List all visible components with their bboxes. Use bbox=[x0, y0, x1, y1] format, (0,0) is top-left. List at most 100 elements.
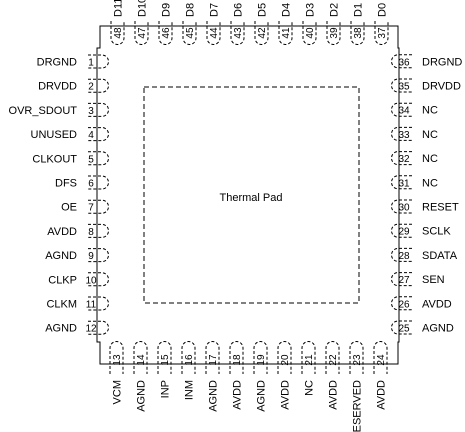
pin-pad bbox=[230, 21, 245, 45]
pin-pad bbox=[253, 341, 268, 374]
pin-name: CLKM bbox=[46, 299, 77, 311]
pin-name: AGND bbox=[45, 250, 77, 262]
pin-number: 18 bbox=[232, 354, 243, 366]
pin-number: 16 bbox=[184, 354, 195, 366]
pin-pad bbox=[158, 21, 173, 45]
pin-number: 9 bbox=[88, 251, 94, 262]
pin-pad bbox=[374, 21, 389, 45]
pin-name: NC bbox=[422, 177, 438, 189]
pin-number: 20 bbox=[280, 354, 291, 366]
pin-number: 44 bbox=[209, 27, 220, 39]
pin-pad bbox=[254, 21, 269, 45]
pin-name: CLKOUT bbox=[32, 153, 77, 165]
pin-number: 15 bbox=[160, 354, 171, 366]
pin-name: D4 bbox=[281, 3, 293, 17]
pin-number: 14 bbox=[136, 354, 147, 366]
pin-number: 35 bbox=[398, 82, 410, 93]
left-pin-group: 1DRGND2DRVDD3OVR_SDOUT4UNUSED5CLKOUT6DFS… bbox=[9, 54, 109, 335]
pin-pad bbox=[182, 21, 197, 45]
pin-name: INP bbox=[160, 380, 172, 398]
pin-pad bbox=[278, 21, 293, 45]
pin-name: DFS bbox=[55, 178, 77, 190]
pin-name: NC bbox=[304, 380, 316, 396]
pin-name: D6 bbox=[233, 3, 245, 17]
pin-name: INM bbox=[184, 380, 196, 400]
pin-pad bbox=[206, 21, 221, 45]
pin-number: 10 bbox=[85, 275, 97, 286]
pin-name: SCLK bbox=[422, 226, 451, 238]
pin-number: 11 bbox=[86, 300, 97, 311]
pin-name: RESERVED bbox=[352, 380, 364, 432]
pin-name: D0 bbox=[377, 3, 389, 17]
pin-number: 2 bbox=[88, 82, 94, 93]
pin-number: 32 bbox=[398, 154, 410, 165]
pin-name: SEN bbox=[422, 274, 445, 286]
pin-number: 5 bbox=[88, 154, 94, 165]
pin-number: 48 bbox=[113, 27, 124, 39]
pin-name: D1 bbox=[353, 3, 365, 17]
pin-pad bbox=[229, 341, 244, 374]
pin-number: 34 bbox=[398, 106, 410, 117]
pin-name: OE bbox=[61, 202, 77, 214]
pin-name: AGND bbox=[422, 323, 454, 335]
pin-name: UNUSED bbox=[31, 129, 78, 141]
pin-number: 24 bbox=[376, 354, 387, 366]
pin-7: 7OE bbox=[61, 199, 109, 214]
pin-pad bbox=[205, 341, 220, 374]
pin-number: 43 bbox=[233, 27, 244, 39]
pin-number: 8 bbox=[88, 227, 94, 238]
pin-name: D9 bbox=[161, 3, 173, 17]
package-outline bbox=[96, 25, 400, 365]
pin-number: 21 bbox=[304, 354, 315, 366]
pin-pad bbox=[350, 21, 365, 45]
pin-name: NC bbox=[422, 153, 438, 165]
pin-number: 36 bbox=[398, 57, 410, 68]
pin-name: D5 bbox=[257, 3, 269, 17]
pin-9: 9 AGND bbox=[45, 248, 109, 262]
pin-number: 28 bbox=[398, 251, 410, 262]
pin-pad bbox=[301, 341, 316, 374]
pin-number: 26 bbox=[398, 299, 410, 310]
pin-pad bbox=[109, 341, 124, 374]
pin-pad bbox=[373, 341, 388, 374]
pin-pad bbox=[157, 341, 172, 374]
thermal-pad-outline bbox=[143, 86, 360, 304]
bottom-pin-group: 13VCM14AGND15INP16INM17AGND18AVDD19AGND2… bbox=[109, 341, 388, 432]
pin-number: 46 bbox=[161, 27, 172, 39]
pin-number: 3 bbox=[88, 106, 94, 117]
pin-pad bbox=[277, 341, 292, 374]
pin-name: AVDD bbox=[328, 380, 340, 410]
pin-name: AVDD bbox=[280, 380, 292, 410]
pin-number: 25 bbox=[398, 324, 410, 335]
pin-name: D11 bbox=[113, 0, 125, 17]
pin-5: 5 CLKOUT bbox=[32, 151, 109, 165]
pin-pad bbox=[134, 21, 149, 45]
